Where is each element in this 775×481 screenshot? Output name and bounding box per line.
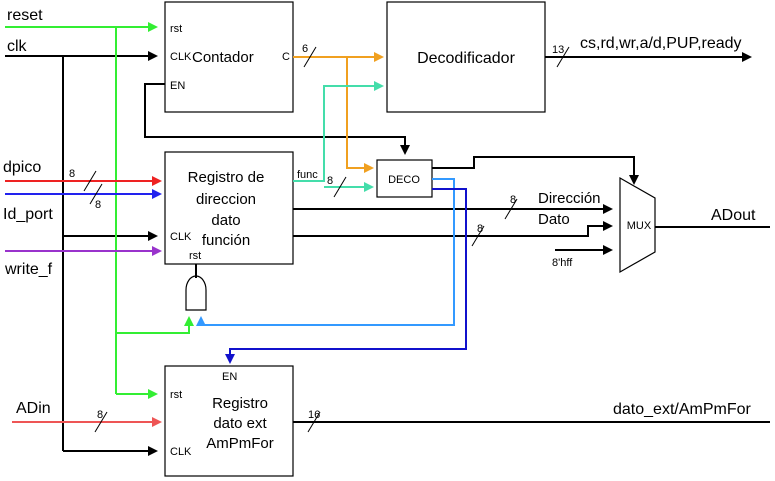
registro-rst-pin: rst bbox=[189, 250, 201, 262]
adin-label: ADin bbox=[16, 400, 51, 417]
mux-in-direccion-label: Dirección bbox=[538, 190, 601, 207]
decodificador-title: Decodificador bbox=[417, 50, 516, 67]
registro-block bbox=[164, 151, 294, 265]
registro-ext-en-pin: EN bbox=[222, 371, 237, 383]
adin-width: 8 bbox=[97, 409, 103, 421]
deco-en-wire bbox=[225, 188, 467, 364]
registro-ext-block bbox=[164, 365, 294, 477]
mux-in-dato-label: Dato bbox=[538, 211, 570, 228]
contador-clk-pin: CLK bbox=[170, 51, 192, 63]
contador-title: Contador bbox=[192, 49, 254, 66]
decodificador-block bbox=[386, 1, 546, 113]
write-f-label: write_f bbox=[4, 261, 53, 278]
dato-width: 8 bbox=[477, 223, 483, 235]
registro-line2: direccion bbox=[196, 191, 256, 208]
dato-ext-width: 16 bbox=[308, 409, 320, 421]
deco-and-wire bbox=[196, 178, 455, 326]
clk-wires bbox=[5, 51, 158, 456]
contador-out-wires bbox=[293, 52, 384, 173]
mux-title: MUX bbox=[627, 220, 652, 232]
registro-line1: Registro de bbox=[188, 169, 265, 186]
control-wires bbox=[144, 52, 770, 423]
reset-wires bbox=[5, 22, 194, 399]
direccion-width: 8 bbox=[510, 194, 516, 206]
adout-label: ADout bbox=[711, 207, 756, 224]
clk-label: clk bbox=[7, 38, 28, 55]
dpico-label: dpico bbox=[3, 159, 41, 176]
mux-in-const-label: 8'hff bbox=[552, 257, 573, 269]
deco-title: DECO bbox=[388, 174, 420, 186]
registro-ext-line1: Registro bbox=[212, 395, 268, 412]
registro-line4: función bbox=[202, 232, 250, 249]
func-wires bbox=[293, 81, 384, 192]
mux-shape bbox=[619, 176, 656, 274]
contador-out-pin: C bbox=[282, 51, 290, 63]
contador-en-pin: EN bbox=[170, 80, 185, 92]
bus-ticks bbox=[83, 46, 570, 433]
contador-out-width: 6 bbox=[302, 43, 308, 55]
contador-rst-pin: rst bbox=[170, 23, 182, 35]
reset-label: reset bbox=[7, 7, 43, 24]
registro-ext-line3: AmPmFor bbox=[206, 435, 274, 452]
registro-ext-rst-pin: rst bbox=[170, 389, 182, 401]
dato-ext-label: dato_ext/AmPmFor bbox=[613, 401, 752, 418]
registro-ext-line2: dato ext bbox=[213, 415, 267, 432]
id-port-label: Id_port bbox=[3, 206, 53, 223]
registro-line3: dato bbox=[211, 212, 240, 229]
dpico-width: 8 bbox=[69, 168, 75, 180]
and-gate bbox=[185, 275, 207, 311]
contador-block bbox=[164, 1, 294, 113]
decoder-out-label: cs,rd,wr,a/d,PUP,ready bbox=[580, 35, 742, 52]
func-width: 8 bbox=[327, 175, 333, 187]
id-port-width: 8 bbox=[95, 199, 101, 211]
func-label: func bbox=[297, 169, 318, 181]
decoder-out-width: 13 bbox=[552, 44, 564, 56]
registro-clk-pin: CLK bbox=[170, 231, 192, 243]
registro-ext-clk-pin: CLK bbox=[170, 446, 192, 458]
